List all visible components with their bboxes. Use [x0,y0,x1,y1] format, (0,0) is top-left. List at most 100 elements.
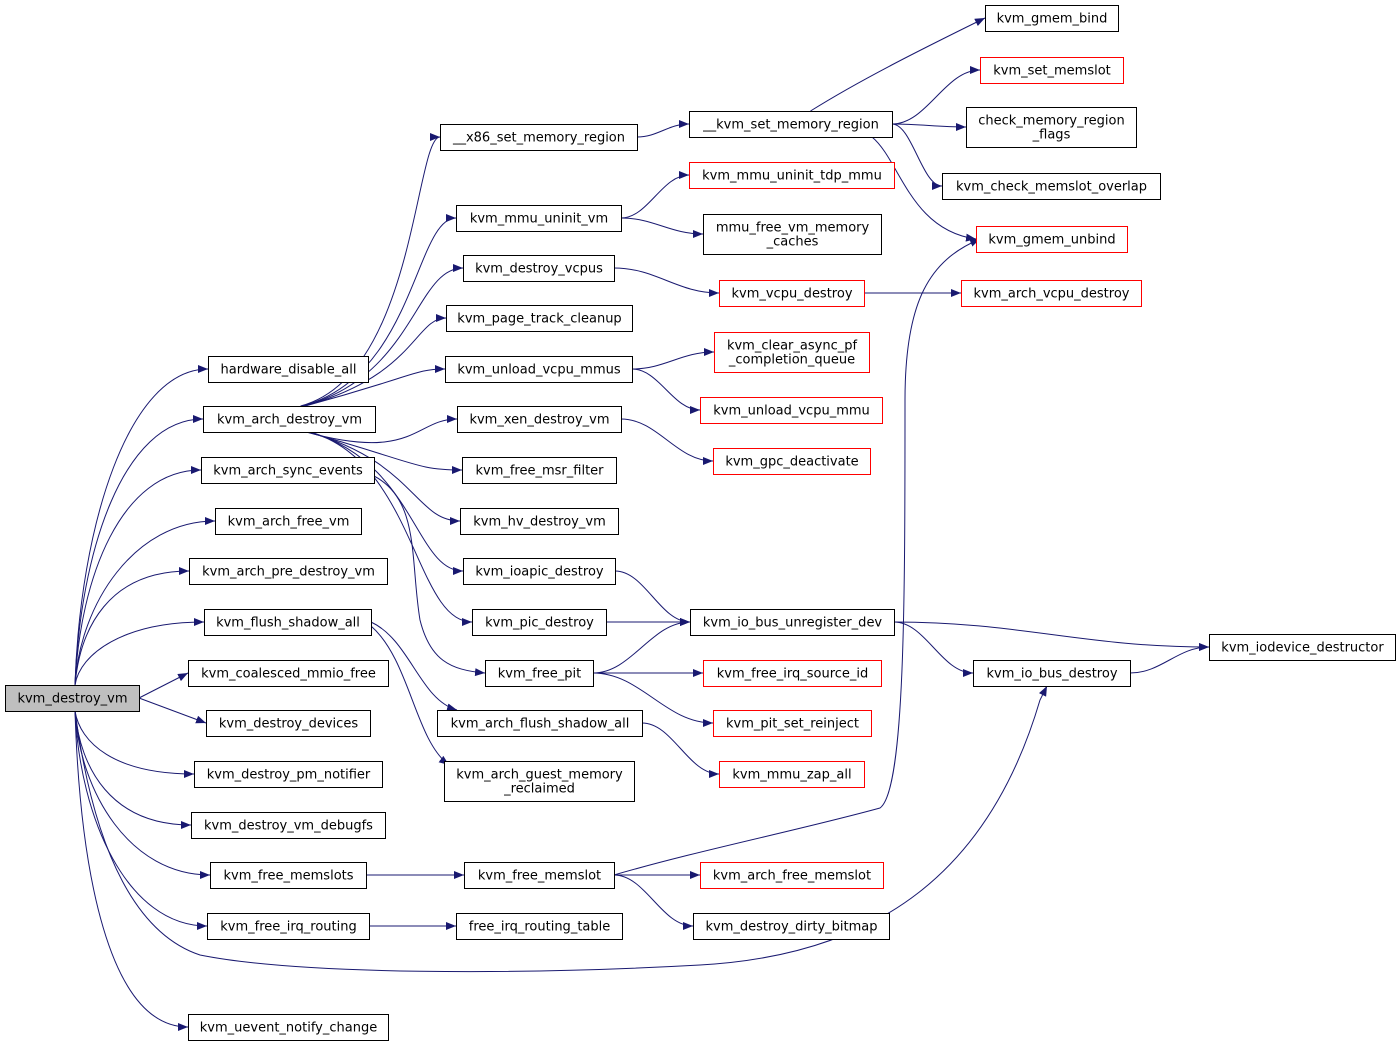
node-kvm-hv-destroy-vm[interactable]: kvm_hv_destroy_vm [460,508,619,535]
edge-kvm-mmu-uninit-vm-to-kvm-mmu-uninit-tdp-mmu [620,171,690,219]
nodes-layer: kvm_destroy_vm hardware_disable_all kvm_ar… [5,5,1396,1041]
node-label: kvm_arch_sync_events [213,464,363,479]
node-kvm-free-pit[interactable]: kvm_free_pit [485,660,594,687]
node-kvm-arch-guest-memory-reclaimed[interactable]: kvm_arch_guest_memory_reclaimed [444,761,635,802]
edge-kvm-destroy-vm-to-kvm-io-bus-destroy [74,685,1048,973]
node-kvm-arch-destroy-vm[interactable]: kvm_arch_destroy_vm [203,406,376,433]
node-label: kvm_set_memslot [993,64,1111,79]
node-kvm-destroy-dirty-bitmap[interactable]: kvm_destroy_dirty_bitmap [693,913,890,940]
node-kvm-gmem-bind[interactable]: kvm_gmem_bind [985,5,1119,32]
edge-kvm-set-memory-region-to-kvm-set-memslot [891,66,981,125]
edge-kvm-arch-destroy-vm-to-kvm-page-track-cleanup [304,314,447,407]
edge-kvm-free-pit-to-kvm-io-bus-unregister-dev [592,618,691,674]
node-kvm-destroy-devices[interactable]: kvm_destroy_devices [206,710,371,737]
node-kvm-free-msr-filter[interactable]: kvm_free_msr_filter [462,457,617,484]
edge-kvm-arch-flush-shadow-all-to-kvm-mmu-zap-all [641,722,720,778]
node-kvm-check-memslot-overlap[interactable]: kvm_check_memslot_overlap [942,173,1161,200]
node-mmu-free-vm-memory-caches[interactable]: mmu_free_vm_memory_caches [703,214,882,255]
node-kvm-free-irq-routing[interactable]: kvm_free_irq_routing [207,913,370,940]
edge-kvm-flush-shadow-all-to-kvm-arch-guest-memory-reclaimed [370,625,450,766]
node-kvm-uevent-notify-change[interactable]: kvm_uevent_notify_change [188,1014,389,1041]
edge-kvm-set-memory-region-to-kvm-gmem-unbind [871,136,977,242]
node-x86-set-memory-region[interactable]: __x86_set_memory_region [440,124,638,151]
node-kvm-free-memslots[interactable]: kvm_free_memslots [210,862,367,889]
node-label: kvm_gmem_unbind [988,233,1115,248]
node-label: __x86_set_memory_region [452,131,625,146]
node-kvm-arch-sync-events[interactable]: kvm_arch_sync_events [201,457,375,484]
node-label: kvm_destroy_devices [219,717,358,732]
node-kvm-flush-shadow-all[interactable]: kvm_flush_shadow_all [204,609,372,636]
node-kvm-mmu-uninit-tdp-mmu[interactable]: kvm_mmu_uninit_tdp_mmu [689,162,895,189]
node-kvm-arch-vcpu-destroy[interactable]: kvm_arch_vcpu_destroy [961,280,1142,307]
node-kvm-mmu-uninit-vm[interactable]: kvm_mmu_uninit_vm [456,205,622,232]
edge-kvm-arch-destroy-vm-to-kvm-destroy-vcpus [303,264,464,407]
node-kvm-arch-free-vm[interactable]: kvm_arch_free_vm [215,508,362,535]
node-kvm-vcpu-destroy[interactable]: kvm_vcpu_destroy [719,280,865,307]
node-kvm-unload-vcpu-mmu[interactable]: kvm_unload_vcpu_mmu [700,397,883,424]
edge-kvm-destroy-vm-to-kvm-arch-pre-destroy-vm [74,567,190,686]
node-hardware-disable-all[interactable]: hardware_disable_all [208,356,369,383]
node-label: kvm_arch_vcpu_destroy [974,287,1130,302]
node-kvm-destroy-vcpus[interactable]: kvm_destroy_vcpus [463,255,615,282]
node-kvm-iodevice-destructor[interactable]: kvm_iodevice_destructor [1209,634,1396,661]
node-kvm-free-irq-source-id[interactable]: kvm_free_irq_source_id [703,660,882,687]
edge-kvm-free-memslot-to-kvm-gmem-unbind [613,238,981,876]
node-kvm-arch-pre-destroy-vm[interactable]: kvm_arch_pre_destroy_vm [189,558,388,585]
node-kvm-unload-vcpu-mmus[interactable]: kvm_unload_vcpu_mmus [445,356,633,383]
node-label: check_memory_region [978,114,1125,129]
edge-kvm-io-bus-destroy-to-kvm-iodevice-destructor [1129,643,1210,674]
edge-kvm-arch-destroy-vm-to-kvm-ioapic-destroy [309,431,464,575]
node-kvm-arch-flush-shadow-all[interactable]: kvm_arch_flush_shadow_all [437,710,643,737]
node-label: kvm_arch_free_memslot [713,869,871,884]
edge-kvm-ioapic-destroy-to-kvm-io-bus-unregister-dev [614,570,691,626]
node-label: kvm_ioapic_destroy [475,565,604,580]
edge-kvm-arch-destroy-vm-to-kvm-free-msr-filter [307,431,463,474]
node-free-irq-routing-table[interactable]: free_irq_routing_table [456,913,623,940]
node-label: kvm_vcpu_destroy [731,287,852,302]
node-label: kvm_arch_pre_destroy_vm [202,565,375,580]
edge-kvm-io-bus-unregister-dev-to-kvm-io-bus-destroy [893,621,974,677]
edge-kvm-unload-vcpu-mmus-to-kvm-clear-async-pf-completion-queue [631,348,715,370]
node-kvm-io-bus-unregister-dev[interactable]: kvm_io_bus_unregister_dev [690,609,895,636]
node-kvm-coalesced-mmio-free[interactable]: kvm_coalesced_mmio_free [188,660,389,687]
node-kvm-page-track-cleanup[interactable]: kvm_page_track_cleanup [446,305,633,332]
node-label: _flags [1032,128,1071,143]
node-kvm-set-memory-region[interactable]: __kvm_set_memory_region [689,111,893,138]
node-kvm-gmem-unbind[interactable]: kvm_gmem_unbind [976,226,1128,253]
edge-kvm-destroy-vm-to-kvm-destroy-devices [138,697,207,724]
node-label: kvm_clear_async_pf [727,339,858,354]
node-kvm-destroy-vm-debugfs[interactable]: kvm_destroy_vm_debugfs [191,812,386,839]
edge-kvm-arch-destroy-vm-to-kvm-unload-vcpu-mmus [305,365,446,407]
node-kvm-destroy-pm-notifier[interactable]: kvm_destroy_pm_notifier [194,761,383,788]
edge-kvm-destroy-vm-to-kvm-arch-destroy-vm [74,415,204,686]
node-kvm-ioapic-destroy[interactable]: kvm_ioapic_destroy [463,558,616,585]
node-kvm-mmu-zap-all[interactable]: kvm_mmu_zap_all [719,761,865,788]
node-kvm-pit-set-reinject[interactable]: kvm_pit_set_reinject [713,710,872,737]
edge-kvm-mmu-uninit-vm-to-mmu-free-vm-memory-caches [620,217,704,238]
edge-kvm-destroy-vm-to-kvm-uevent-notify-change [74,710,189,1031]
node-label: kvm_io_bus_unregister_dev [703,616,883,631]
node-kvm-pic-destroy[interactable]: kvm_pic_destroy [472,609,607,636]
edge-kvm-destroy-vm-to-kvm-arch-sync-events [74,466,202,686]
node-check-memory-region-flags[interactable]: check_memory_region_flags [966,107,1137,148]
node-label: kvm_check_memslot_overlap [956,180,1147,195]
node-kvm-io-bus-destroy[interactable]: kvm_io_bus_destroy [973,660,1131,687]
edge-kvm-arch-destroy-vm-to-kvm-pic-destroy [310,431,473,626]
node-label: _caches [766,235,819,250]
edge-kvm-xen-destroy-vm-to-kvm-gpc-deactivate [620,418,714,465]
node-kvm-clear-async-pf-completion-queue[interactable]: kvm_clear_async_pf_completion_queue [714,332,870,373]
node-kvm-destroy-vm[interactable]: kvm_destroy_vm [5,685,140,712]
node-kvm-set-memslot[interactable]: kvm_set_memslot [980,57,1124,84]
node-label: kvm_arch_free_vm [228,515,350,530]
edge-kvm-set-memory-region-to-check-memory-region-flags [891,122,967,131]
node-kvm-gpc-deactivate[interactable]: kvm_gpc_deactivate [713,448,871,475]
edge-kvm-free-pit-to-kvm-pit-set-reinject [592,672,714,727]
edge-kvm-destroy-vm-to-hardware-disable-all [74,365,209,686]
node-label: free_irq_routing_table [469,920,611,935]
node-label: kvm_hv_destroy_vm [473,515,606,530]
node-kvm-free-memslot[interactable]: kvm_free_memslot [464,862,615,889]
edge-kvm-flush-shadow-all-to-kvm-arch-flush-shadow-all [370,621,458,712]
node-kvm-xen-destroy-vm[interactable]: kvm_xen_destroy_vm [457,406,622,433]
node-label: kvm_arch_destroy_vm [217,413,362,428]
node-kvm-arch-free-memslot[interactable]: kvm_arch_free_memslot [700,862,884,889]
